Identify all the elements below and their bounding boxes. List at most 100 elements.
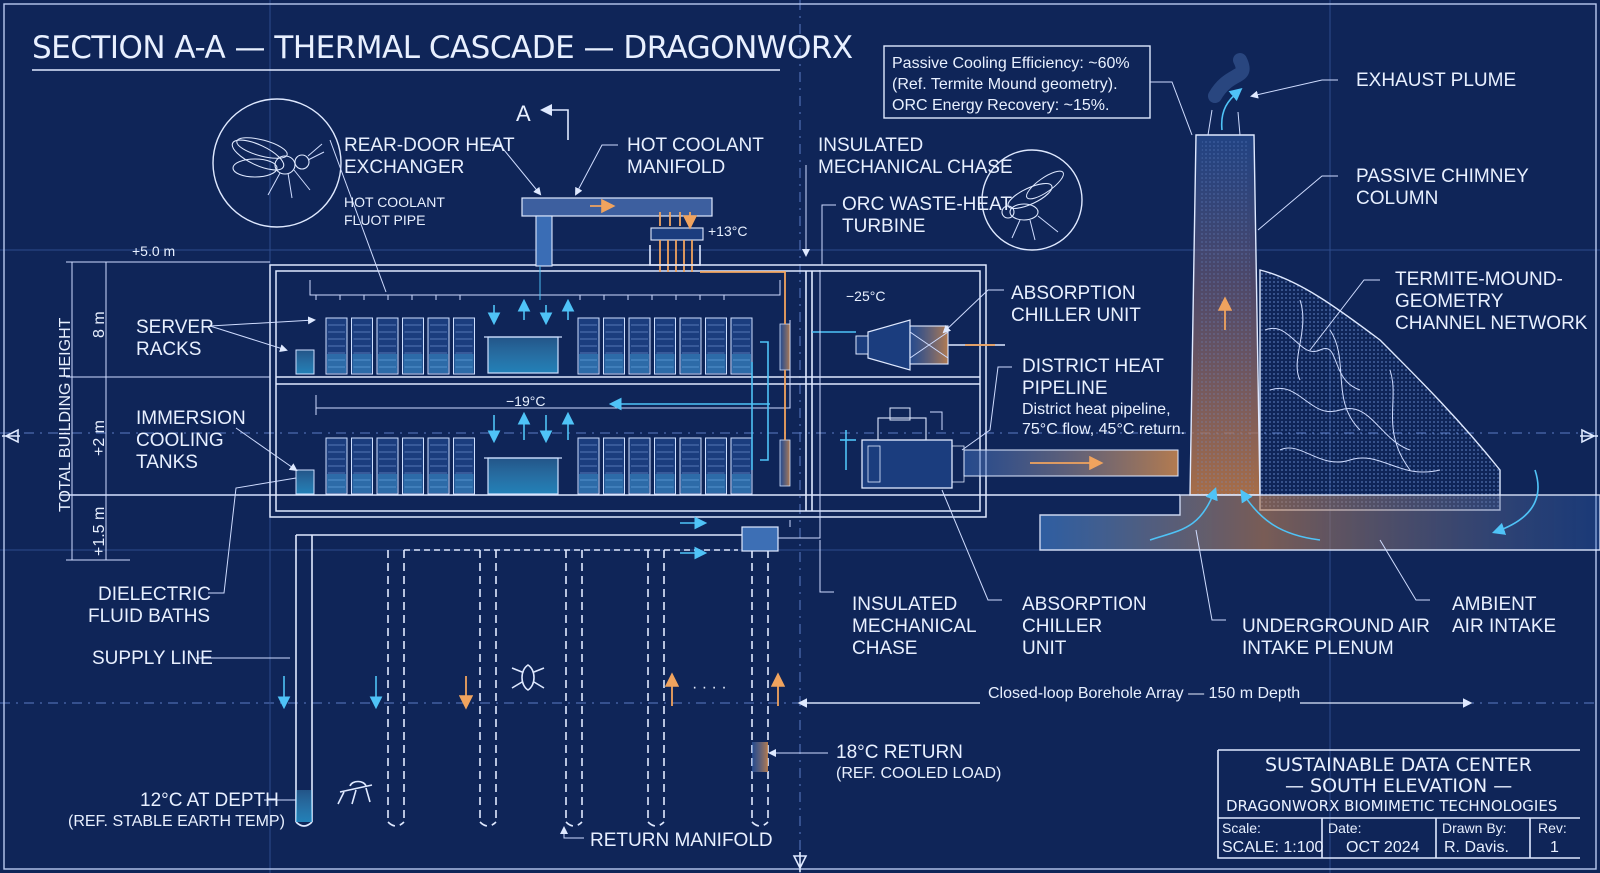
- info-box: Passive Cooling Efficiency: ~60% (Ref. T…: [883, 45, 1193, 136]
- rack-coolant-glow: [706, 354, 726, 373]
- rack-coolant-glow: [352, 474, 372, 493]
- immersion-tanks: [295, 336, 562, 495]
- temp-minus25: −25°C: [846, 288, 885, 304]
- rack-coolant-glow: [327, 474, 346, 493]
- rack-coolant-glow: [454, 474, 474, 493]
- label-ambient-1: AMBIENT: [1452, 594, 1537, 615]
- label-server-2: RACKS: [136, 339, 201, 360]
- label-supply: SUPPLY LINE: [92, 648, 213, 669]
- rack-coolant-glow: [579, 474, 598, 493]
- rack-coolant-glow: [429, 354, 448, 373]
- height-dimensions: +5.0 m TOTAL BUILDING HEIGHT 8 m +2 m +1…: [57, 243, 270, 561]
- rack-coolant-glow: [378, 474, 397, 493]
- info-line-2: (Ref. Termite Mound geometry).: [892, 76, 1118, 93]
- title-block: SUSTAINABLE DATA CENTER — SOUTH ELEVATIO…: [1217, 749, 1580, 859]
- rack-coolant-glow: [681, 354, 700, 373]
- termite-mound: [1039, 269, 1600, 551]
- wasp-illustration-left: [212, 98, 342, 228]
- label-orc-2: TURBINE: [842, 216, 925, 237]
- label-district-1: DISTRICT HEAT: [1022, 356, 1164, 377]
- label-chase-bot-3: CHASE: [852, 638, 917, 659]
- label-exhaust: EXHAUST PLUME: [1356, 70, 1516, 91]
- dim-8m: 8 m: [91, 311, 108, 338]
- tb-rev-label: Rev:: [1538, 820, 1567, 836]
- callout-labels: REAR-DOOR HEAT EXCHANGER HOT COOLANT FLU…: [68, 70, 1588, 851]
- label-rear-door-2: EXCHANGER: [344, 157, 464, 178]
- rack-coolant-glow: [655, 354, 675, 373]
- rack-coolant-glow: [732, 354, 751, 373]
- dim-2m: +2 m: [91, 420, 108, 456]
- label-depth12-1: 12°C AT DEPTH: [140, 790, 279, 811]
- section-marker-letter: A: [516, 101, 531, 126]
- dim-plus5: +5.0 m: [132, 243, 175, 259]
- label-server-1: SERVER: [136, 317, 214, 338]
- tb-drawn-value: R. Davis.: [1444, 839, 1509, 856]
- info-line-1: Passive Cooling Efficiency: ~60%: [892, 55, 1130, 72]
- rack-coolant-glow: [630, 474, 649, 493]
- label-district-3: District heat pipeline,: [1022, 401, 1171, 418]
- label-return18-2: (REF. COOLED LOAD): [836, 765, 1001, 782]
- tb-scale-label: Scale:: [1222, 820, 1261, 836]
- dim-total-height: TOTAL BUILDING HEIGHT: [57, 317, 74, 512]
- label-hot-manifold-1: HOT COOLANT: [627, 135, 764, 156]
- tb-line3: DRAGONWORX BIOMIMETIC TECHNOLOGIES: [1226, 797, 1557, 815]
- rack-coolant-glow: [604, 474, 624, 493]
- leader-lines: [196, 79, 1430, 839]
- rack-coolant-glow: [327, 354, 346, 373]
- rack-coolant-glow: [655, 474, 675, 493]
- rack-coolant-glow: [352, 354, 372, 373]
- label-absorb-top-2: CHILLER UNIT: [1011, 305, 1141, 326]
- label-absorb-bot-3: UNIT: [1022, 638, 1067, 659]
- passive-chimney: [1189, 53, 1261, 496]
- label-chase-bot-2: MECHANICAL: [852, 616, 977, 637]
- rack-coolant-glow: [630, 354, 649, 373]
- temp-minus19: −19°C: [506, 393, 545, 409]
- label-absorb-bot-1: ABSORPTION: [1022, 594, 1147, 615]
- label-plenum-1: UNDERGROUND AIR: [1242, 616, 1430, 637]
- temp-plus13: +13°C: [708, 223, 747, 239]
- label-return18-1: 18°C RETURN: [836, 742, 963, 763]
- label-termite-1: TERMITE-MOUND-: [1395, 269, 1563, 290]
- rack-coolant-glow: [681, 474, 700, 493]
- label-termite-3: CHANNEL NETWORK: [1395, 313, 1588, 334]
- label-immersion-1: IMMERSION: [136, 408, 246, 429]
- rack-coolant-glow: [403, 474, 423, 493]
- dim-1-5m: +1.5 m: [91, 507, 108, 556]
- label-chase-bot-1: INSULATED: [852, 594, 957, 615]
- label-immersion-3: TANKS: [136, 452, 198, 473]
- rack-coolant-glow: [706, 474, 726, 493]
- label-hot-manifold-2: MANIFOLD: [627, 157, 725, 178]
- label-termite-2: GEOMETRY: [1395, 291, 1504, 312]
- rack-coolant-glow: [604, 354, 624, 373]
- edge-markers: [2, 428, 1598, 872]
- rooftop-manifold: +13°C: [521, 197, 747, 272]
- absorption-chiller: [840, 407, 1179, 489]
- upper-floor-ducts: [309, 266, 781, 326]
- label-absorb-top-1: ABSORPTION: [1011, 283, 1136, 304]
- lower-floor-ducts: −19°C: [315, 271, 791, 487]
- label-chimney-1: PASSIVE CHIMNEY: [1356, 166, 1529, 187]
- label-chase-top-2: MECHANICAL CHASE: [818, 157, 1013, 178]
- rack-coolant-glow: [454, 354, 474, 373]
- label-dielectric-2: FLUID BATHS: [88, 606, 210, 627]
- label-ambient-2: AIR INTAKE: [1452, 616, 1556, 637]
- label-hot-fluid-2: FLUOT PIPE: [344, 212, 425, 228]
- tb-date-value: OCT 2024: [1346, 839, 1420, 856]
- rack-coolant-glow: [579, 354, 598, 373]
- label-district-2: PIPELINE: [1022, 378, 1108, 399]
- rack-coolant-glow: [403, 354, 423, 373]
- borehole-label: Closed-loop Borehole Array — 150 m Depth: [988, 685, 1300, 702]
- drawing-title: SECTION A-A — THERMAL CASCADE — DRAGONWO…: [32, 30, 853, 66]
- info-line-3: ORC Energy Recovery: ~15%.: [892, 97, 1109, 114]
- tb-scale-value: SCALE: 1:100: [1222, 839, 1324, 856]
- label-chimney-2: COLUMN: [1356, 188, 1438, 209]
- label-orc-1: ORC WASTE-HEAT: [842, 194, 1012, 215]
- label-absorb-bot-2: CHILLER: [1022, 616, 1102, 637]
- label-return-manifold: RETURN MANIFOLD: [590, 830, 773, 851]
- tb-line1: SUSTAINABLE DATA CENTER: [1265, 754, 1532, 776]
- dots: · · · ·: [692, 679, 727, 696]
- borehole-dimension: Closed-loop Borehole Array — 150 m Depth: [797, 684, 1473, 708]
- tb-date-label: Date:: [1328, 820, 1361, 836]
- server-racks-upper: [325, 317, 753, 375]
